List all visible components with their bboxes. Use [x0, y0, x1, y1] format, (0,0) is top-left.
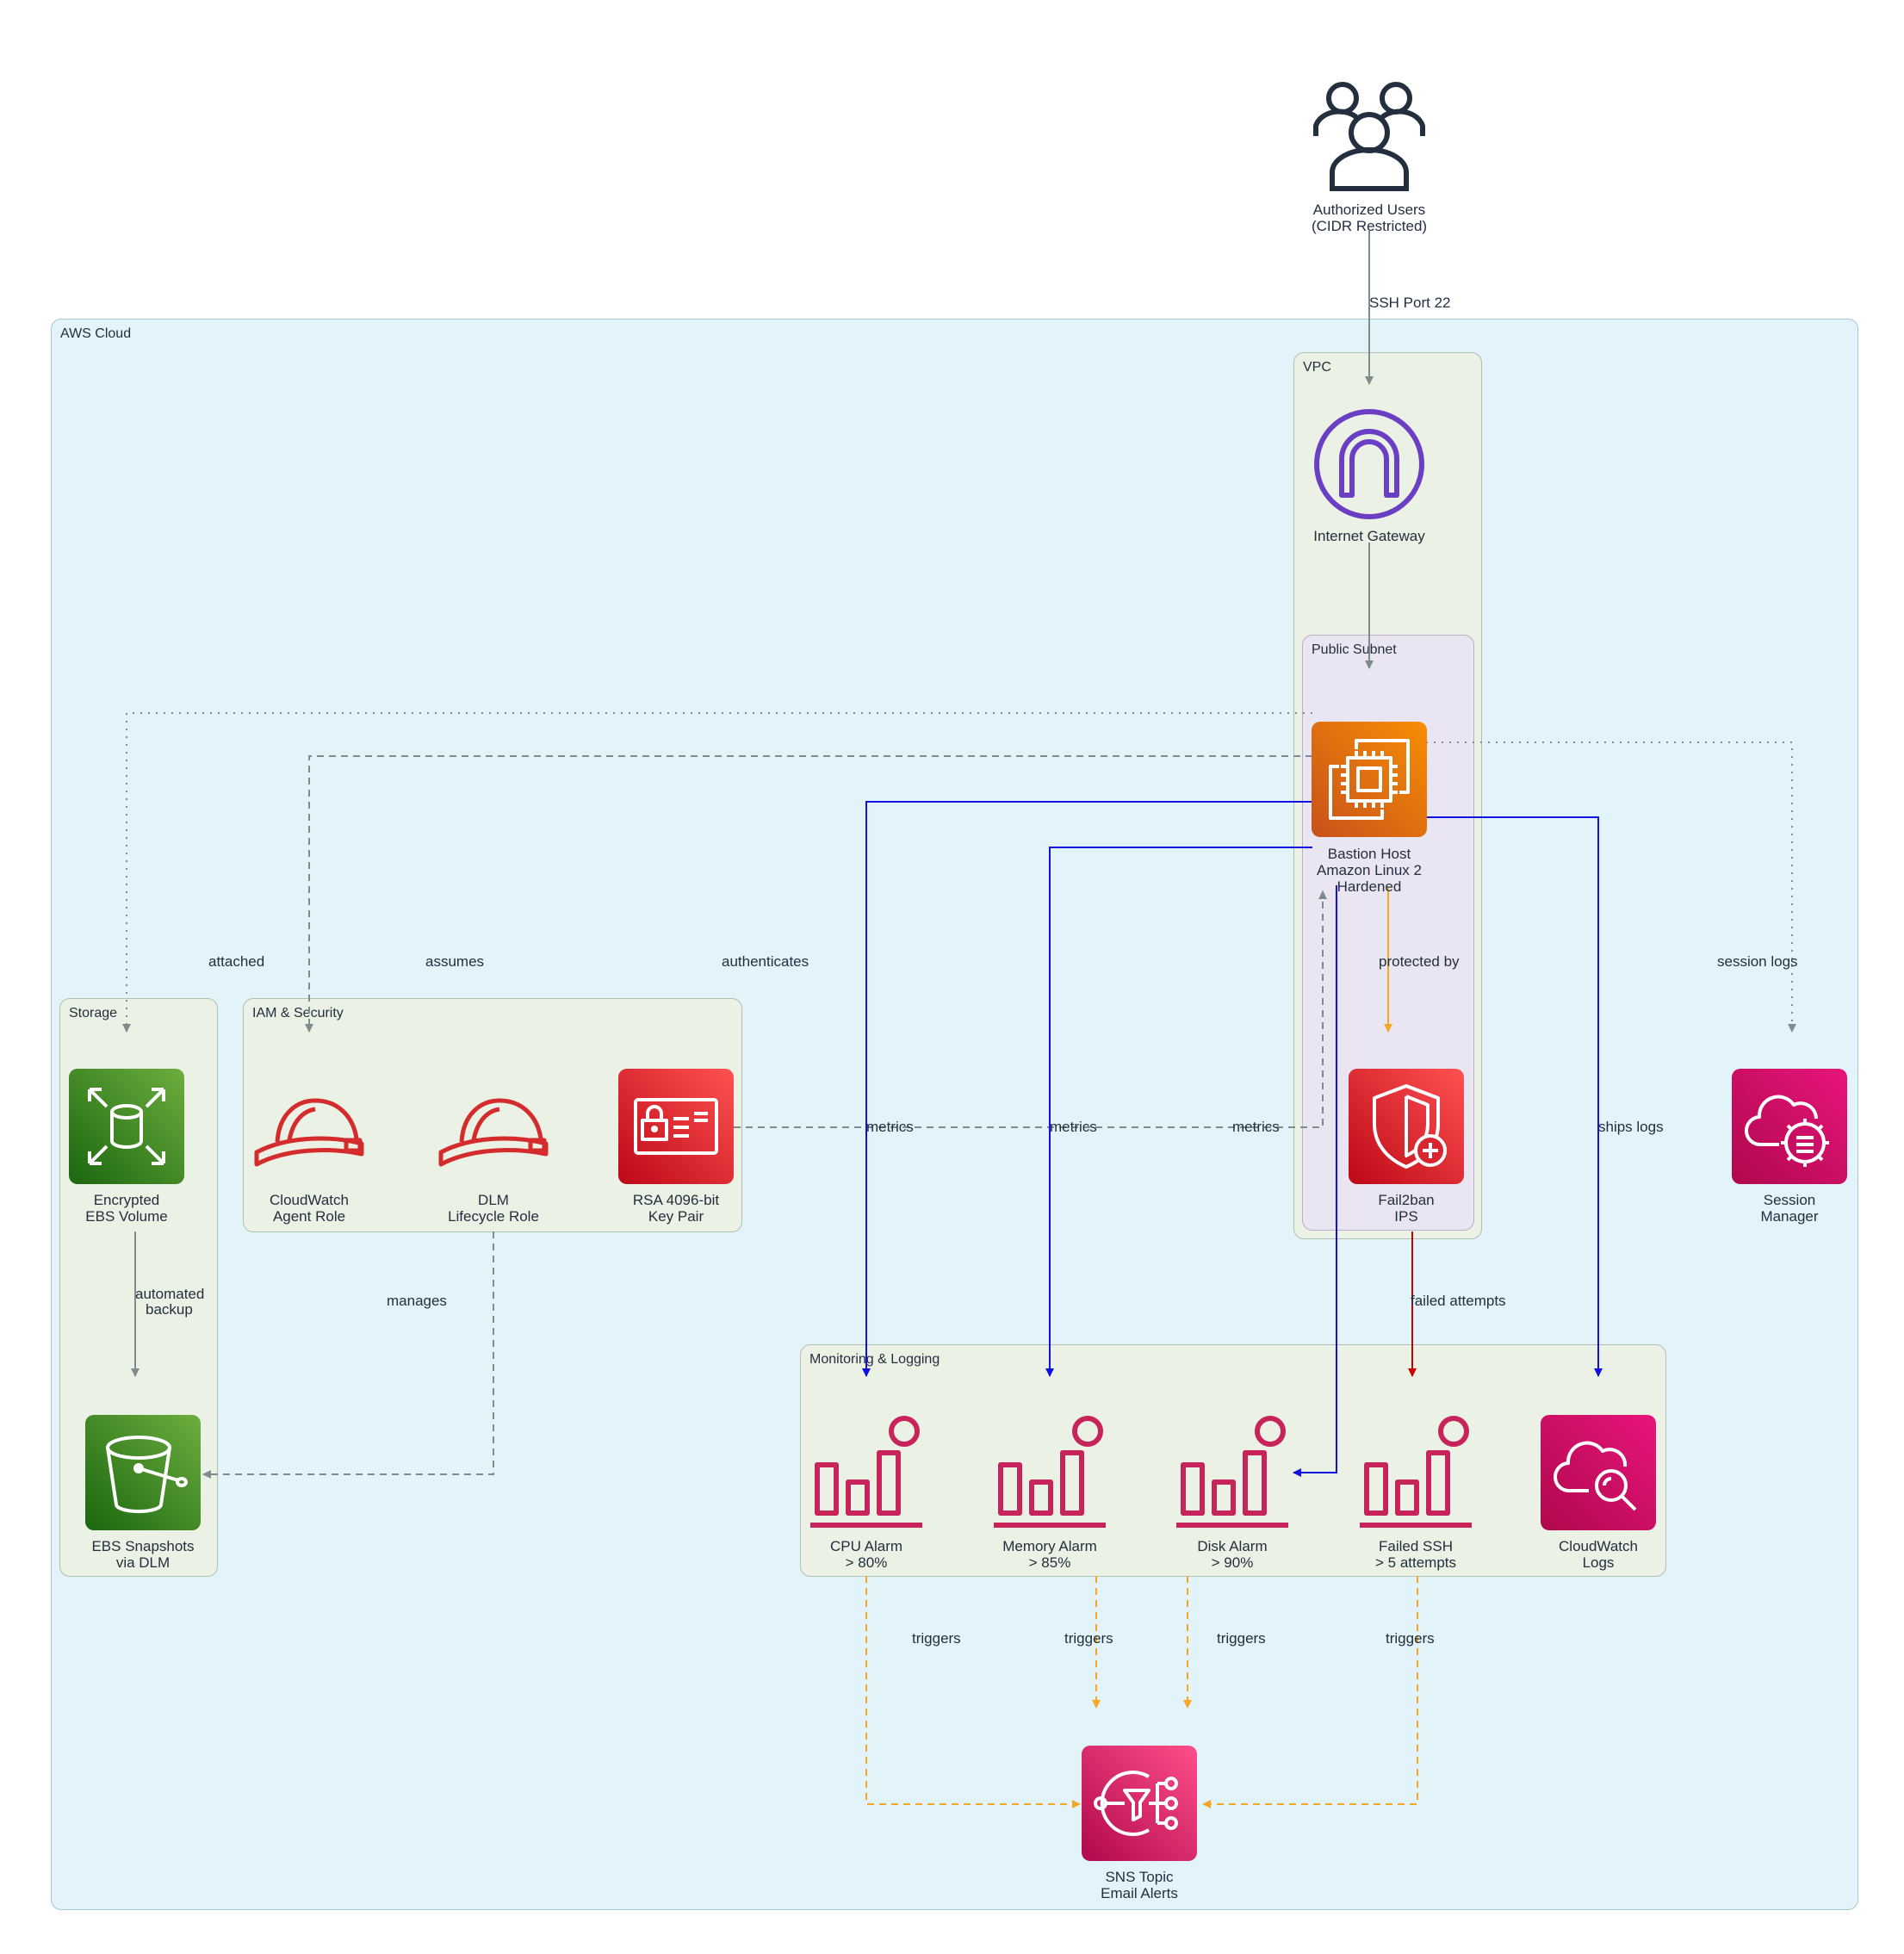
sns-topic-node[interactable] — [1082, 1746, 1197, 1861]
ebs-snapshots-node[interactable] — [85, 1415, 201, 1530]
edge-authenticates — [734, 890, 1327, 1128]
edge-label-automated: automated — [135, 1286, 205, 1302]
alarm-icon[interactable] — [809, 1415, 924, 1530]
iam-security-label: IAM & Security — [252, 1006, 344, 1020]
edge-manages — [202, 1231, 494, 1479]
aws-cloud-label: AWS Cloud — [60, 326, 132, 341]
ec2-instance-icon — [1329, 739, 1410, 820]
monitoring-cluster: Monitoring & Logging — [800, 1344, 1666, 1577]
session-manager-node[interactable] — [1732, 1069, 1847, 1184]
edge-metrics-memory — [1045, 847, 1312, 1377]
key-pair-node[interactable] — [618, 1069, 734, 1184]
failed-ssh-label: Failed SSH> 5 attempts — [1374, 1538, 1457, 1571]
edge-label-ssh: SSH Port 22 — [1369, 295, 1451, 311]
igw-label: Internet Gateway — [1313, 528, 1425, 544]
edge-session-logs — [1426, 741, 1796, 1033]
edge-label-triggers-1: triggers — [912, 1630, 961, 1647]
edge-attached — [122, 712, 1312, 1033]
edge-label-triggers-2: triggers — [1064, 1630, 1113, 1647]
disk-alarm-label: Disk Alarm> 90% — [1197, 1538, 1268, 1571]
alarm-icon[interactable] — [1358, 1415, 1473, 1530]
edge-label-metrics-1: metrics — [866, 1119, 914, 1135]
public-subnet-label: Public Subnet — [1312, 642, 1397, 657]
users-icon — [1313, 82, 1425, 191]
fail2ban-node[interactable] — [1349, 1069, 1464, 1184]
key-pair-icon — [634, 1098, 718, 1155]
internet-gateway-icon — [1314, 409, 1424, 519]
edge-label-session-logs: session logs — [1717, 953, 1798, 970]
edge-triggers-failed — [1202, 1576, 1418, 1808]
ebs-volume-node[interactable] — [69, 1069, 184, 1184]
storage-label: Storage — [69, 1006, 118, 1020]
edge-label-failed-attempts: failed attempts — [1411, 1293, 1506, 1309]
users-label: Authorized Users(CIDR Restricted) — [1311, 202, 1428, 234]
edge-label-ships-logs: ships logs — [1598, 1119, 1664, 1135]
bastion-host-node[interactable] — [1312, 722, 1427, 837]
bucket-icon — [106, 1436, 188, 1513]
alarm-icon[interactable] — [1175, 1415, 1290, 1530]
alarm-icon[interactable] — [992, 1415, 1107, 1530]
edge-label-triggers-4: triggers — [1386, 1630, 1435, 1647]
edge-label-protected-by: protected by — [1379, 953, 1460, 970]
cloudwatch-logs-node[interactable] — [1541, 1415, 1656, 1530]
edge-label-metrics-3: metrics — [1232, 1119, 1280, 1135]
hardhat-icon[interactable] — [251, 1089, 367, 1175]
edge-triggers-cpu — [865, 1576, 1081, 1808]
edge-assumes — [305, 755, 1312, 1033]
memory-alarm-label: Memory Alarm> 85% — [1002, 1538, 1097, 1571]
edge-label-backup: backup — [146, 1301, 193, 1318]
cloudwatch-logs-icon — [1554, 1441, 1637, 1511]
edge-label-authenticates: authenticates — [722, 953, 809, 970]
edge-label-assumes: assumes — [425, 953, 485, 970]
edge-metrics-cpu — [862, 801, 1312, 1377]
edge-label-metrics-2: metrics — [1050, 1119, 1097, 1135]
sns-icon — [1094, 1771, 1178, 1836]
session-manager-icon — [1745, 1095, 1829, 1167]
edge-ships-logs — [1426, 816, 1603, 1377]
edge-metrics-disk — [1293, 885, 1337, 1477]
cpu-alarm-label: CPU Alarm> 80% — [829, 1538, 903, 1571]
edge-label-triggers-3: triggers — [1217, 1630, 1266, 1647]
monitoring-label: Monitoring & Logging — [809, 1352, 940, 1367]
ebs-volume-icon — [88, 1088, 165, 1165]
vpc-label: VPC — [1303, 360, 1331, 375]
edge-label-manages: manages — [387, 1293, 447, 1309]
shield-icon — [1373, 1084, 1447, 1169]
edge-label-attached: attached — [208, 953, 265, 970]
hardhat-icon[interactable] — [436, 1089, 551, 1175]
